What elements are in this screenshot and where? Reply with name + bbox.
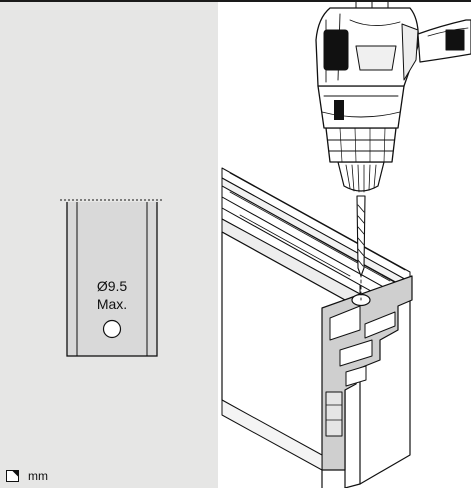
drill-hole <box>102 319 122 339</box>
top-rule <box>0 0 471 2</box>
hole-limit-label: Max. <box>96 296 128 312</box>
unit-label: mm <box>28 469 48 483</box>
cordless-drill-icon <box>315 2 471 277</box>
hole-diameter-label: Ø9.5 <box>96 278 128 294</box>
unit-corner-icon <box>6 470 19 482</box>
track-profile <box>221 167 413 488</box>
hole-detail-drawing <box>60 196 164 357</box>
